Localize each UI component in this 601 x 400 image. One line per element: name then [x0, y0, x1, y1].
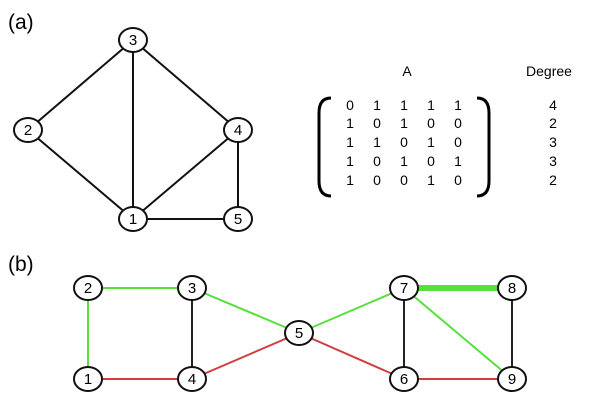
node-label: 9 — [508, 371, 516, 388]
node-label: 5 — [234, 211, 242, 228]
node-8: 8 — [497, 275, 527, 301]
matrix-cell: 1 — [400, 97, 408, 113]
node-3: 3 — [118, 27, 148, 53]
node-circle — [73, 366, 103, 392]
degree-column: 4 2 3 3 2 — [549, 97, 557, 188]
matrix-cell: 0 — [346, 97, 354, 113]
matrix-cell: 1 — [346, 153, 354, 169]
node-label: 6 — [400, 371, 408, 388]
node-label: 5 — [295, 325, 303, 342]
node-circle — [389, 275, 419, 301]
node-6: 6 — [389, 366, 419, 392]
node-circle — [118, 206, 148, 232]
matrix-cell: 0 — [373, 115, 381, 131]
matrix-cell: 1 — [454, 153, 462, 169]
graph-a-nodes: 1 2 3 4 5 — [13, 27, 253, 232]
node-label: 7 — [400, 280, 408, 297]
node-circle — [177, 275, 207, 301]
graph-b: 1 2 3 4 5 6 7 8 9 — [73, 275, 527, 392]
edge-7-9 — [403, 287, 513, 380]
matrix-left-bracket — [317, 96, 332, 198]
edge-1-4 — [132, 129, 239, 220]
matrix-cell: 1 — [346, 134, 354, 150]
matrix-cell: 0 — [373, 172, 381, 188]
degree-value: 2 — [549, 115, 557, 131]
matrix-cell: 1 — [373, 97, 381, 113]
matrix-cell: 1 — [427, 172, 435, 188]
node-circle — [223, 206, 253, 232]
node-circle — [284, 320, 314, 346]
matrix-cell: 1 — [400, 153, 408, 169]
edge-3-2 — [27, 39, 134, 131]
matrix-cell: 1 — [427, 97, 435, 113]
matrix-title: A — [402, 63, 412, 79]
edge-4-5 — [191, 332, 300, 380]
matrix-cells: 0 1 1 1 1 1 0 1 0 0 1 1 0 1 0 1 0 1 0 1 1 0 0 1 0 — [346, 97, 462, 188]
node-4: 4 — [223, 117, 253, 143]
matrix-cell: 0 — [454, 172, 462, 188]
matrix-cell: 0 — [427, 115, 435, 131]
node-circle — [73, 275, 103, 301]
node-circle — [118, 27, 148, 53]
matrix-cell: 0 — [454, 115, 462, 131]
node-circle — [497, 366, 527, 392]
node-label: 2 — [24, 122, 32, 139]
matrix-right-bracket — [476, 96, 491, 198]
matrix-cell: 0 — [427, 153, 435, 169]
node-label: 4 — [234, 122, 242, 139]
node-9: 9 — [497, 366, 527, 392]
edge-3-5 — [191, 287, 300, 334]
adjacency-matrix: A Degree 0 1 1 1 1 1 0 1 0 0 1 1 0 1 0 1 0 1 0 1 1 0 0 1 0 4 2 3 3 2 — [317, 63, 572, 198]
node-circle — [13, 117, 43, 143]
graph-b-nodes: 1 2 3 4 5 6 7 8 9 — [73, 275, 527, 392]
node-1: 1 — [118, 206, 148, 232]
node-2: 2 — [13, 117, 43, 143]
edge-2-1 — [27, 129, 134, 220]
node-label: 1 — [84, 371, 92, 388]
node-circle — [223, 117, 253, 143]
degree-title: Degree — [526, 63, 572, 79]
node-label: 3 — [129, 32, 137, 49]
matrix-cell: 1 — [454, 97, 462, 113]
matrix-cell: 1 — [373, 134, 381, 150]
node-label: 1 — [129, 211, 137, 228]
node-1: 1 — [73, 366, 103, 392]
degree-value: 3 — [549, 153, 557, 169]
node-3: 3 — [177, 275, 207, 301]
panel-b-label: (b) — [8, 253, 34, 276]
graph-a: 1 2 3 4 5 — [13, 27, 253, 232]
node-5: 5 — [223, 206, 253, 232]
matrix-cell: 0 — [400, 134, 408, 150]
graph-a-edges — [27, 39, 239, 220]
node-7: 7 — [389, 275, 419, 301]
matrix-cell: 0 — [400, 172, 408, 188]
degree-value: 2 — [549, 172, 557, 188]
matrix-cell: 1 — [346, 115, 354, 131]
degree-value: 3 — [549, 134, 557, 150]
matrix-cell: 1 — [427, 134, 435, 150]
node-circle — [177, 366, 207, 392]
matrix-cell: 1 — [346, 172, 354, 188]
matrix-cell: 0 — [373, 153, 381, 169]
node-circle — [389, 366, 419, 392]
matrix-cell: 0 — [454, 134, 462, 150]
node-label: 8 — [508, 280, 516, 297]
node-label: 4 — [188, 371, 196, 388]
edge-5-6 — [298, 332, 405, 380]
node-2: 2 — [73, 275, 103, 301]
edge-3-4 — [132, 39, 239, 131]
degree-value: 4 — [549, 97, 557, 113]
panel-a-label: (a) — [8, 11, 34, 34]
matrix-cell: 1 — [400, 115, 408, 131]
edge-5-7 — [298, 287, 405, 334]
graph-b-edges — [87, 285, 513, 380]
node-4: 4 — [177, 366, 207, 392]
node-circle — [497, 275, 527, 301]
node-5: 5 — [284, 320, 314, 346]
node-label: 2 — [84, 280, 92, 297]
node-label: 3 — [188, 280, 196, 297]
